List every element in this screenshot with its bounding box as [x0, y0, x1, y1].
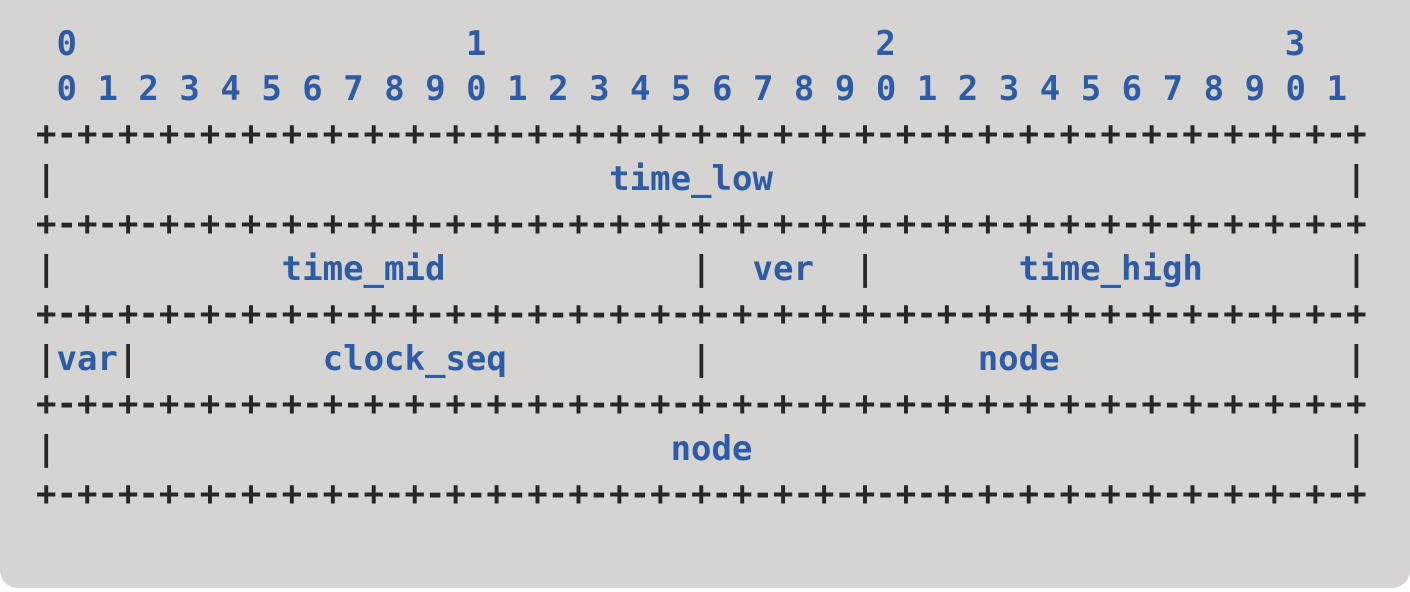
diagram-line: | time_low | [36, 157, 1367, 202]
field-label: 2 [875, 24, 896, 64]
frame-chars: | [1346, 339, 1367, 379]
field-label: 7 [343, 69, 364, 109]
field-label: 4 [630, 69, 651, 109]
diagram-line: |var| clock_seq | node | [36, 337, 1367, 382]
diagram-line: +-+-+-+-+-+-+-+-+-+-+-+-+-+-+-+-+-+-+-+-… [36, 472, 1367, 517]
diagram-line: 0 1 2 3 4 5 6 7 8 9 0 1 2 3 4 5 6 7 8 9 … [36, 67, 1367, 112]
frame-chars: +-+-+-+-+-+-+-+-+-+-+-+-+-+-+-+-+-+-+-+-… [36, 384, 1367, 424]
field-label: 3 [589, 69, 610, 109]
field-label: 5 [261, 69, 282, 109]
frame-chars: | [36, 429, 57, 469]
frame-chars: | [36, 339, 57, 379]
field-label: 1 [97, 69, 118, 109]
diagram-line: | node | [36, 427, 1367, 472]
field-label: 9 [834, 69, 856, 109]
field-label: ver [752, 249, 814, 289]
frame-chars: | [691, 339, 712, 379]
field-label: 3 [179, 69, 200, 109]
field-label: 5 [671, 69, 692, 109]
field-label: 6 [302, 69, 323, 109]
frame-chars: | [1346, 249, 1367, 289]
field-label: 7 [752, 69, 774, 109]
field-label: 8 [1203, 69, 1225, 109]
field-label: 4 [1039, 69, 1061, 109]
field-label: 0 [875, 69, 897, 109]
field-label: clock_seq [322, 339, 507, 379]
field-label: 2 [957, 69, 979, 109]
uuid-ascii-diagram: 0 1 2 3 0 1 2 3 4 5 6 7 8 9 0 1 2 3 4 5 … [36, 22, 1367, 517]
diagram-line: +-+-+-+-+-+-+-+-+-+-+-+-+-+-+-+-+-+-+-+-… [36, 112, 1367, 157]
field-label: 0 [1285, 69, 1307, 109]
field-label: 6 [711, 69, 733, 109]
field-label: 6 [1121, 69, 1143, 109]
frame-chars: | [36, 159, 57, 199]
diagram-line: +-+-+-+-+-+-+-+-+-+-+-+-+-+-+-+-+-+-+-+-… [36, 202, 1367, 247]
field-label: time_high [1018, 249, 1203, 289]
field-label: 7 [1162, 69, 1184, 109]
field-label: 8 [793, 69, 815, 109]
field-label: var [56, 339, 118, 379]
frame-chars: | [691, 249, 712, 289]
field-label: 3 [998, 69, 1020, 109]
field-label: 0 [466, 69, 487, 109]
field-label: 4 [220, 69, 241, 109]
diagram-line: | time_mid | ver | time_high | [36, 247, 1367, 292]
frame-chars: +-+-+-+-+-+-+-+-+-+-+-+-+-+-+-+-+-+-+-+-… [36, 294, 1367, 334]
field-label: 2 [548, 69, 569, 109]
frame-chars: | [854, 249, 876, 289]
field-label: 5 [1080, 69, 1102, 109]
frame-chars: +-+-+-+-+-+-+-+-+-+-+-+-+-+-+-+-+-+-+-+-… [36, 474, 1367, 514]
diagram-line: 0 1 2 3 [36, 22, 1367, 67]
field-label: 1 [465, 24, 487, 64]
field-label: 0 [56, 24, 77, 64]
frame-chars: | [1346, 159, 1367, 199]
frame-chars: | [36, 249, 57, 289]
frame-chars: | [117, 339, 139, 379]
diagram-line: +-+-+-+-+-+-+-+-+-+-+-+-+-+-+-+-+-+-+-+-… [36, 382, 1367, 427]
field-label: 0 [56, 69, 77, 109]
diagram-line: +-+-+-+-+-+-+-+-+-+-+-+-+-+-+-+-+-+-+-+-… [36, 292, 1367, 337]
field-label: time_low [609, 159, 773, 199]
frame-chars: +-+-+-+-+-+-+-+-+-+-+-+-+-+-+-+-+-+-+-+-… [36, 204, 1367, 244]
field-label: 1 [1326, 69, 1347, 109]
field-label: time_mid [281, 249, 446, 289]
field-label: node [977, 339, 1060, 379]
field-label: 9 [425, 69, 446, 109]
frame-chars: | [1346, 429, 1367, 469]
field-label: node [670, 429, 753, 469]
field-label: 8 [384, 69, 405, 109]
field-label: 3 [1284, 24, 1306, 64]
field-label: 9 [1244, 69, 1266, 109]
field-label: 1 [507, 69, 528, 109]
frame-chars: +-+-+-+-+-+-+-+-+-+-+-+-+-+-+-+-+-+-+-+-… [36, 114, 1367, 154]
field-label: 1 [916, 69, 938, 109]
field-label: 2 [138, 69, 159, 109]
